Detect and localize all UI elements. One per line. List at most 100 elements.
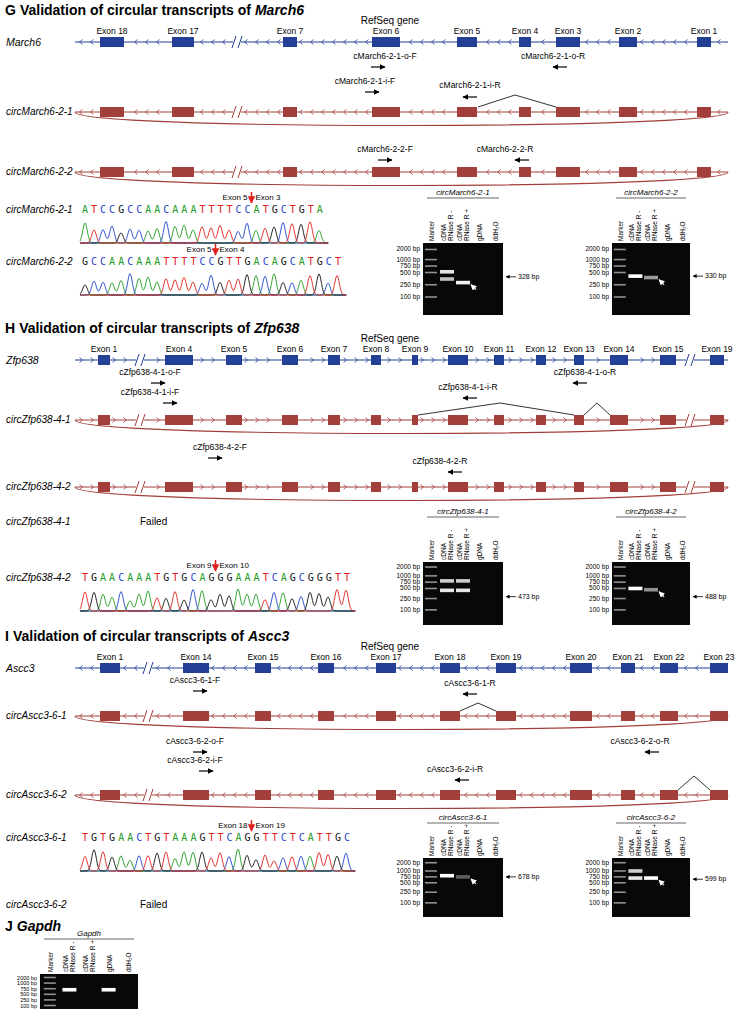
lane-label: gDNA <box>663 207 670 241</box>
ladder-band <box>614 862 626 864</box>
gel-background <box>423 858 503 917</box>
base-letter: T <box>163 256 172 267</box>
strand-chevron <box>641 40 644 45</box>
strand-chevron <box>278 793 281 798</box>
ladder-band <box>614 259 626 261</box>
size-arrow <box>506 876 516 877</box>
strand-chevron <box>157 418 160 423</box>
gel-title: circAscc3-6-1 <box>439 813 487 822</box>
chromatogram-trace <box>80 593 355 611</box>
strand-chevron <box>355 666 358 671</box>
lane-label: cDNA RNase R - <box>440 526 454 560</box>
exon-box: Exon 23 <box>710 663 728 673</box>
ladder-size: 100 bp <box>20 1002 37 1008</box>
strand-chevron <box>399 418 402 423</box>
strand-chevron <box>201 358 204 363</box>
exon-annotation: Exon 5 <box>187 245 212 254</box>
exon-block <box>282 482 298 492</box>
strand-chevron <box>410 666 413 671</box>
break-mark <box>149 662 153 674</box>
strand-chevron <box>256 485 259 490</box>
transcript-name: circMarch6-2-2 <box>6 256 73 268</box>
strand-chevron <box>685 170 688 175</box>
lane-label: ddH₂O <box>125 938 132 972</box>
strand-chevron <box>113 485 116 490</box>
exon-label: Exon 4 <box>512 27 538 36</box>
strand-chevron <box>267 170 270 175</box>
break-mark <box>149 789 153 801</box>
base-letter: A <box>254 256 263 267</box>
base-letter: T <box>335 256 344 267</box>
exon-box: Exon 14 <box>610 355 628 365</box>
ladder-size: 100 bp <box>589 293 609 300</box>
break-mark <box>232 36 236 48</box>
transcript-track <box>75 354 728 366</box>
strand-chevron <box>652 110 655 115</box>
strand-chevron <box>641 418 644 423</box>
strand-chevron <box>421 485 424 490</box>
base-letter: G <box>317 256 326 267</box>
strand-chevron <box>91 793 94 798</box>
strand-chevron <box>201 170 204 175</box>
lane-label: cDNA RNase R - <box>440 822 454 856</box>
strand-chevron <box>465 666 468 671</box>
strand-chevron <box>245 110 248 115</box>
ladder-size: 750 bp <box>20 986 37 992</box>
exon-label: Exon 10 <box>442 345 473 354</box>
primer-name: cZfp638-4-1-i-F <box>121 388 180 398</box>
exon-box: Exon 8 <box>371 355 381 365</box>
exon-block <box>494 482 504 492</box>
strand-chevron <box>234 793 237 798</box>
base-letter: A <box>145 572 154 583</box>
band-pointer <box>659 280 664 285</box>
base-letter: C <box>190 572 199 583</box>
strand-chevron <box>300 666 303 671</box>
panel-heading: J <box>5 918 13 934</box>
ladder-size: 250 bp <box>589 281 609 288</box>
strand-chevron <box>564 418 567 423</box>
gene-name: Ascc3 <box>6 662 35 674</box>
strand-chevron <box>509 170 512 175</box>
strand-chevron <box>509 110 512 115</box>
exon-label: Exon 15 <box>247 653 278 662</box>
product-size: 328 bp <box>518 273 539 281</box>
strand-chevron <box>476 793 479 798</box>
lane-label: Marker <box>616 822 623 856</box>
strand-chevron <box>223 40 226 45</box>
break-mark <box>685 354 689 366</box>
base-letter: C <box>272 572 281 583</box>
backsplice-arc <box>75 795 728 809</box>
title-underline <box>427 823 499 824</box>
strand-chevron <box>487 793 490 798</box>
gel-image <box>612 517 703 625</box>
ladder-band <box>425 566 437 568</box>
strand-chevron <box>355 714 358 719</box>
splice-junction <box>678 776 710 790</box>
exon-label: Exon 19 <box>490 653 521 662</box>
strand-chevron <box>366 793 369 798</box>
strand-chevron <box>652 485 655 490</box>
strand-chevron <box>311 358 314 363</box>
lane-label: cDNA RNase R - <box>628 526 642 560</box>
pcr-band <box>102 988 116 992</box>
backsplice-arc <box>75 716 728 730</box>
strand-chevron <box>212 793 215 798</box>
strand-chevron <box>718 170 721 175</box>
strand-chevron <box>146 40 149 45</box>
strand-chevron <box>146 170 149 175</box>
base-letter: A <box>236 572 245 583</box>
strand-chevron <box>465 714 468 719</box>
exon-block <box>255 790 271 800</box>
splice-junction <box>460 703 496 711</box>
backsplice-arc <box>75 487 728 501</box>
ladder-size: 2000 bp <box>397 246 421 253</box>
exon-box: Exon 22 <box>660 663 678 673</box>
strand-chevron <box>366 110 369 115</box>
strand-chevron <box>553 418 556 423</box>
strand-chevron <box>245 358 248 363</box>
ladder-band <box>425 265 437 267</box>
strand-chevron <box>168 714 171 719</box>
strand-chevron <box>421 358 424 363</box>
primer-name: cAscc3-6-2-o-R <box>610 737 669 747</box>
strand-chevron <box>157 485 160 490</box>
